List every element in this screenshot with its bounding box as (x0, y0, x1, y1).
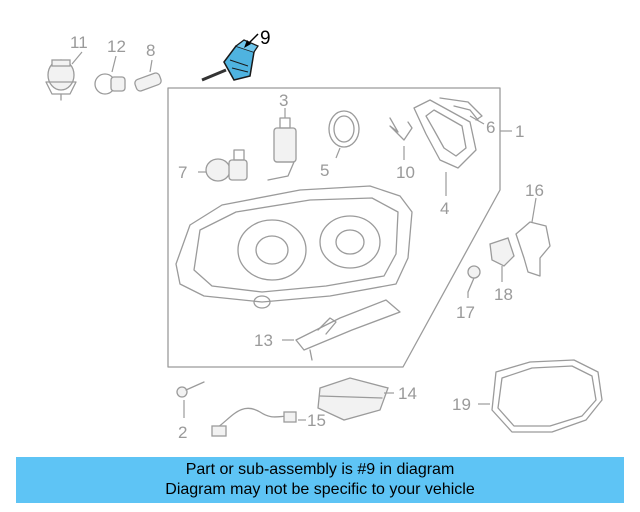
socket-7-part (198, 149, 248, 182)
screw-17-part (467, 265, 481, 298)
callout-8: 8 (146, 41, 155, 60)
callout-1: 1 (515, 122, 524, 141)
callout-19: 19 (452, 395, 471, 414)
headlamp-housing (175, 185, 413, 309)
parts-diagram: 1 11 12 8 9 3 (45, 28, 603, 442)
bulb-8-part (134, 59, 162, 92)
cap-5-part (328, 110, 360, 159)
callout-15: 15 (307, 411, 326, 430)
igniter-3-part (267, 108, 297, 181)
banner-line-2: Diagram may not be specific to your vehi… (165, 481, 475, 498)
led-strip-13-part (282, 299, 401, 361)
callout-4: 4 (440, 199, 449, 218)
callout-7: 7 (178, 163, 187, 182)
callout-2: 2 (178, 423, 187, 442)
callout-9: 9 (260, 28, 271, 49)
callout-3: 3 (279, 91, 288, 110)
harness-15-part (211, 407, 306, 437)
callout-18: 18 (494, 285, 513, 304)
clip-10-part (389, 117, 413, 160)
callout-16: 16 (525, 181, 544, 200)
bulb-11-part (45, 51, 83, 101)
callout-5: 5 (320, 161, 329, 180)
callout-17: 17 (456, 303, 475, 322)
module-14-part (317, 377, 394, 421)
callout-13: 13 (254, 331, 273, 350)
info-banner: Part or sub-assembly is #9 in diagram Di… (16, 457, 624, 503)
assembly-frame (167, 87, 501, 368)
callout-11: 11 (70, 33, 88, 52)
callout-10: 10 (396, 163, 415, 182)
screw-2-part (176, 381, 205, 418)
callout-14: 14 (398, 384, 417, 403)
motor-18-part (489, 237, 515, 282)
bracket-16-part (515, 197, 551, 277)
gasket-4-part (413, 99, 477, 196)
xenon-bulb-9-part (201, 33, 259, 82)
bulb-12-part (94, 55, 126, 95)
bracket-6-part (439, 97, 485, 125)
callout-12: 12 (107, 37, 126, 56)
lens-19-part (478, 359, 603, 433)
banner-line-1: Part or sub-assembly is #9 in diagram (185, 461, 455, 478)
callout-6: 6 (486, 118, 495, 137)
